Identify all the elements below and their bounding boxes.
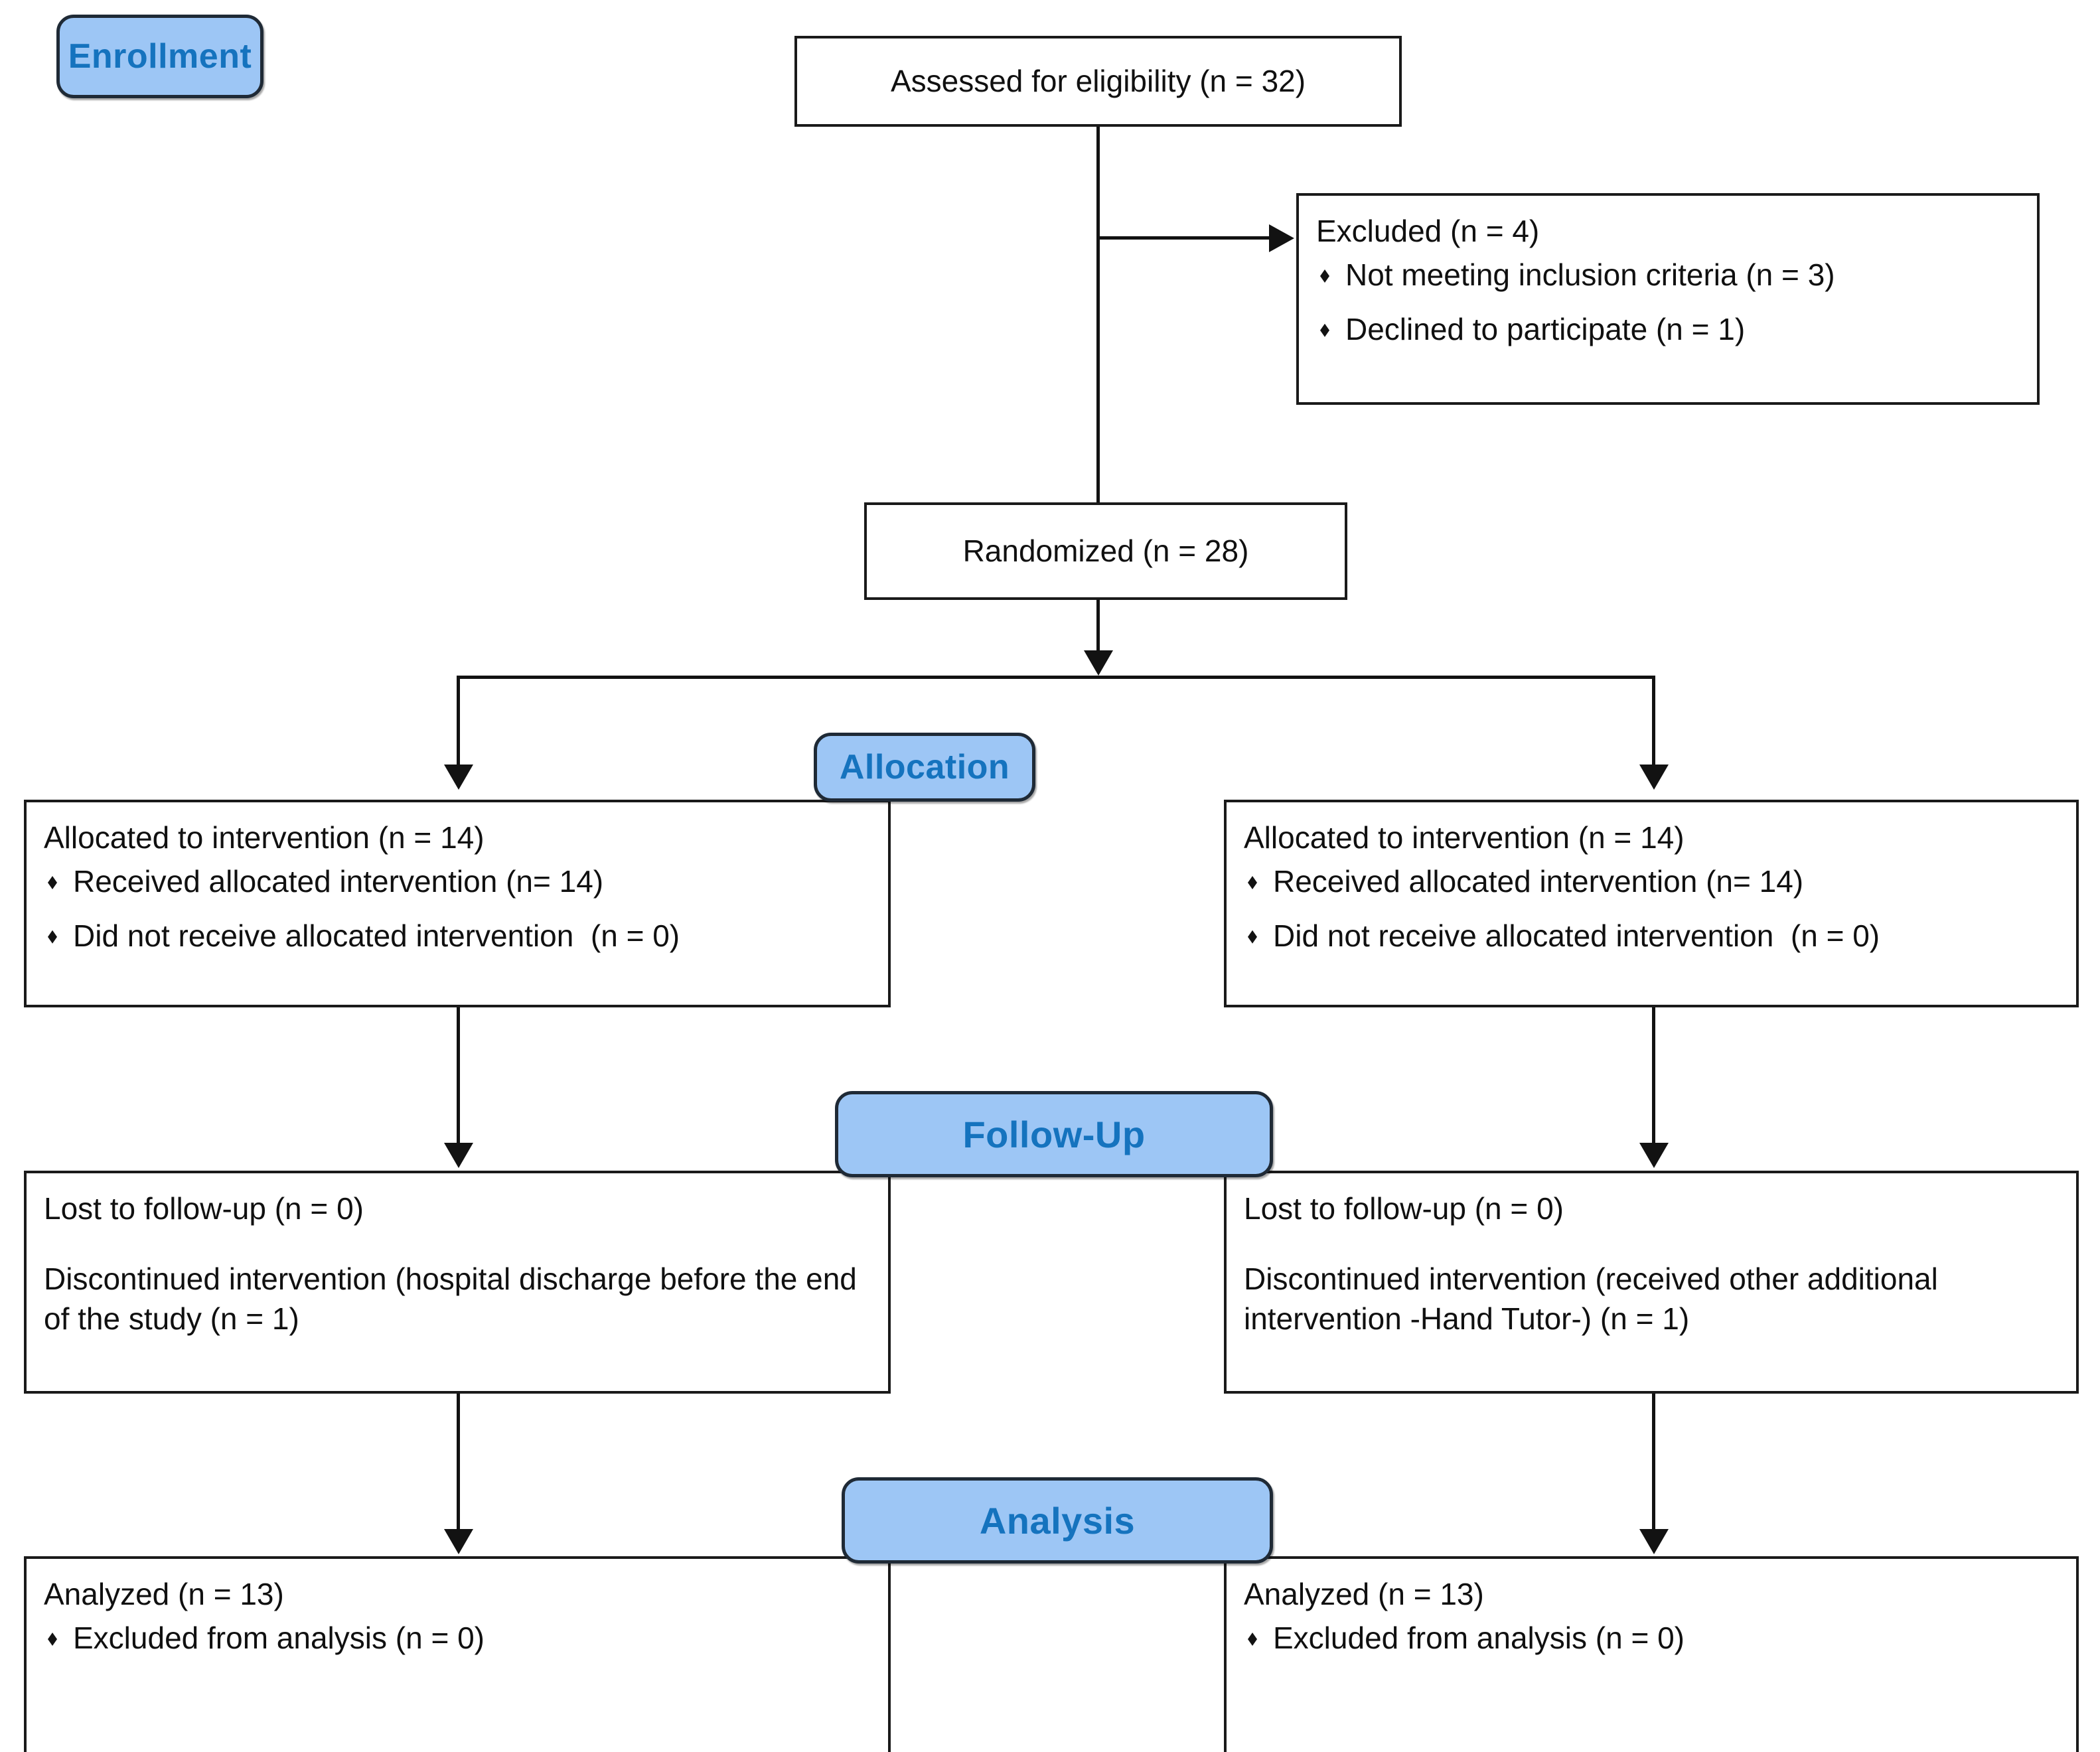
diamond-bullet-icon <box>1320 269 1329 283</box>
node-followup-right-line1: Lost to follow-up (n = 0) <box>1244 1191 1564 1226</box>
node-analysis-left: Analyzed (n = 13) Excluded from analysis… <box>24 1556 891 1752</box>
node-excluded-bullet-list: Not meeting inclusion criteria (n = 3) D… <box>1316 256 2020 350</box>
stage-banner-enrollment-label: Enrollment <box>68 37 252 76</box>
node-assessed-for-eligibility: Assessed for eligibility (n = 32) <box>794 36 1402 127</box>
node-randomized-text: Randomized (n = 28) <box>962 533 1249 568</box>
node-analysis-left-heading: Analyzed (n = 13) <box>44 1577 284 1611</box>
connector-split-bar <box>457 676 1655 679</box>
node-excluded: Excluded (n = 4) Not meeting inclusion c… <box>1296 193 2040 405</box>
stage-banner-analysis-label: Analysis <box>979 1499 1136 1542</box>
arrowhead-to-excluded <box>1269 224 1294 252</box>
list-item-label: Not meeting inclusion criteria (n = 3) <box>1345 257 1835 292</box>
node-followup-left-line2: Discontinued intervention (hospital disc… <box>44 1261 865 1336</box>
node-followup-right: Lost to follow-up (n = 0) Discontinued i… <box>1224 1171 2079 1394</box>
list-item-label: Declined to participate (n = 1) <box>1345 311 1746 346</box>
node-analysis-right-bullet-list: Excluded from analysis (n = 0) <box>1244 1619 2059 1658</box>
stage-banner-analysis: Analysis <box>842 1477 1273 1564</box>
connector-assessed-to-excluded <box>1096 236 1270 240</box>
node-followup-left-line1: Lost to follow-up (n = 0) <box>44 1191 364 1226</box>
stage-banner-allocation-label: Allocation <box>839 748 1010 786</box>
node-followup-right-line2: Discontinued intervention (received othe… <box>1244 1261 1947 1336</box>
list-item-label: Excluded from analysis (n = 0) <box>1273 1620 1685 1655</box>
list-item: Declined to participate (n = 1) <box>1316 310 2020 350</box>
node-randomized: Randomized (n = 28) <box>864 502 1347 600</box>
stage-banner-enrollment: Enrollment <box>56 15 263 98</box>
list-item: Did not receive allocated intervention (… <box>44 916 871 956</box>
list-item: Received allocated intervention (n= 14) <box>1244 862 2059 902</box>
diamond-bullet-icon <box>1248 875 1257 889</box>
list-item-label: Excluded from analysis (n = 0) <box>73 1620 485 1655</box>
list-item: Not meeting inclusion criteria (n = 3) <box>1316 256 2020 295</box>
node-allocation-left-heading: Allocated to intervention (n = 14) <box>44 820 485 855</box>
connector-follow-left-to-analysis-left <box>457 1394 460 1534</box>
list-item: Received allocated intervention (n= 14) <box>44 862 871 902</box>
diamond-bullet-icon <box>48 875 57 889</box>
list-item: Excluded from analysis (n = 0) <box>44 1619 871 1658</box>
diamond-bullet-icon <box>1248 1632 1257 1646</box>
node-assessed-for-eligibility-text: Assessed for eligibility (n = 32) <box>890 63 1306 98</box>
diamond-bullet-icon <box>48 930 57 944</box>
connector-split-to-alloc-left <box>457 676 460 768</box>
node-allocation-left-bullet-list: Received allocated intervention (n= 14) … <box>44 862 871 956</box>
connector-randomized-to-split <box>1096 600 1100 653</box>
connector-split-to-alloc-right <box>1652 676 1655 768</box>
arrowhead-to-alloc-right <box>1639 765 1669 790</box>
diamond-bullet-icon <box>1320 323 1329 337</box>
diamond-bullet-icon <box>48 1632 57 1646</box>
node-allocation-right-bullet-list: Received allocated intervention (n= 14) … <box>1244 862 2059 956</box>
arrowhead-to-split-bar <box>1084 650 1113 676</box>
node-excluded-heading: Excluded (n = 4) <box>1316 214 1540 248</box>
list-item: Did not receive allocated intervention (… <box>1244 916 2059 956</box>
connector-alloc-left-to-follow-left <box>457 1007 460 1148</box>
arrowhead-to-follow-left <box>444 1143 473 1168</box>
node-allocation-right: Allocated to intervention (n = 14) Recei… <box>1224 800 2079 1007</box>
connector-follow-right-to-analysis-right <box>1652 1394 1655 1534</box>
arrowhead-to-follow-right <box>1639 1143 1669 1168</box>
stage-banner-allocation: Allocation <box>814 733 1035 802</box>
node-followup-left: Lost to follow-up (n = 0) Discontinued i… <box>24 1171 891 1394</box>
connector-assessed-to-randomized <box>1096 127 1100 502</box>
list-item: Excluded from analysis (n = 0) <box>1244 1619 2059 1658</box>
node-analysis-left-bullet-list: Excluded from analysis (n = 0) <box>44 1619 871 1658</box>
stage-banner-followup-label: Follow-Up <box>962 1113 1146 1155</box>
stage-banner-followup: Follow-Up <box>835 1091 1273 1177</box>
node-analysis-right-heading: Analyzed (n = 13) <box>1244 1577 1484 1611</box>
list-item-label: Did not receive allocated intervention (… <box>73 918 680 953</box>
diamond-bullet-icon <box>1248 930 1257 944</box>
arrowhead-to-analysis-right <box>1639 1529 1669 1554</box>
node-analysis-right: Analyzed (n = 13) Excluded from analysis… <box>1224 1556 2079 1752</box>
list-item-label: Received allocated intervention (n= 14) <box>1273 863 1804 899</box>
node-allocation-left: Allocated to intervention (n = 14) Recei… <box>24 800 891 1007</box>
node-allocation-right-heading: Allocated to intervention (n = 14) <box>1244 820 1685 855</box>
arrowhead-to-analysis-left <box>444 1529 473 1554</box>
list-item-label: Did not receive allocated intervention (… <box>1273 918 1880 953</box>
list-item-label: Received allocated intervention (n= 14) <box>73 863 604 899</box>
arrowhead-to-alloc-left <box>444 765 473 790</box>
connector-alloc-right-to-follow-right <box>1652 1007 1655 1148</box>
